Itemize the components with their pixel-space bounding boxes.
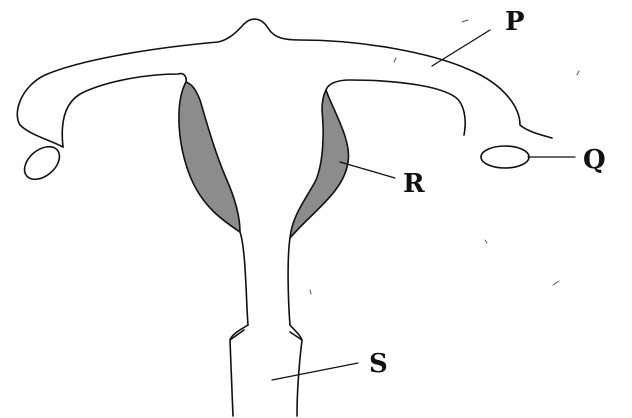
label-s-leader-line [272,363,358,380]
right-uterine-lining [290,90,349,238]
right-tube-inner-line [326,80,465,135]
label-s: S [369,349,388,379]
label-p: P [505,7,525,37]
label-q: Q [583,145,606,175]
left-tube-inner-line [62,74,186,147]
label-r-leader-line [340,162,395,178]
label-r: R [403,169,425,199]
left-uterine-lining [179,82,240,232]
right-ovary [481,146,529,168]
left-ovary [18,140,65,186]
outer-outline [17,19,552,147]
label-p-leader-line [432,30,490,66]
